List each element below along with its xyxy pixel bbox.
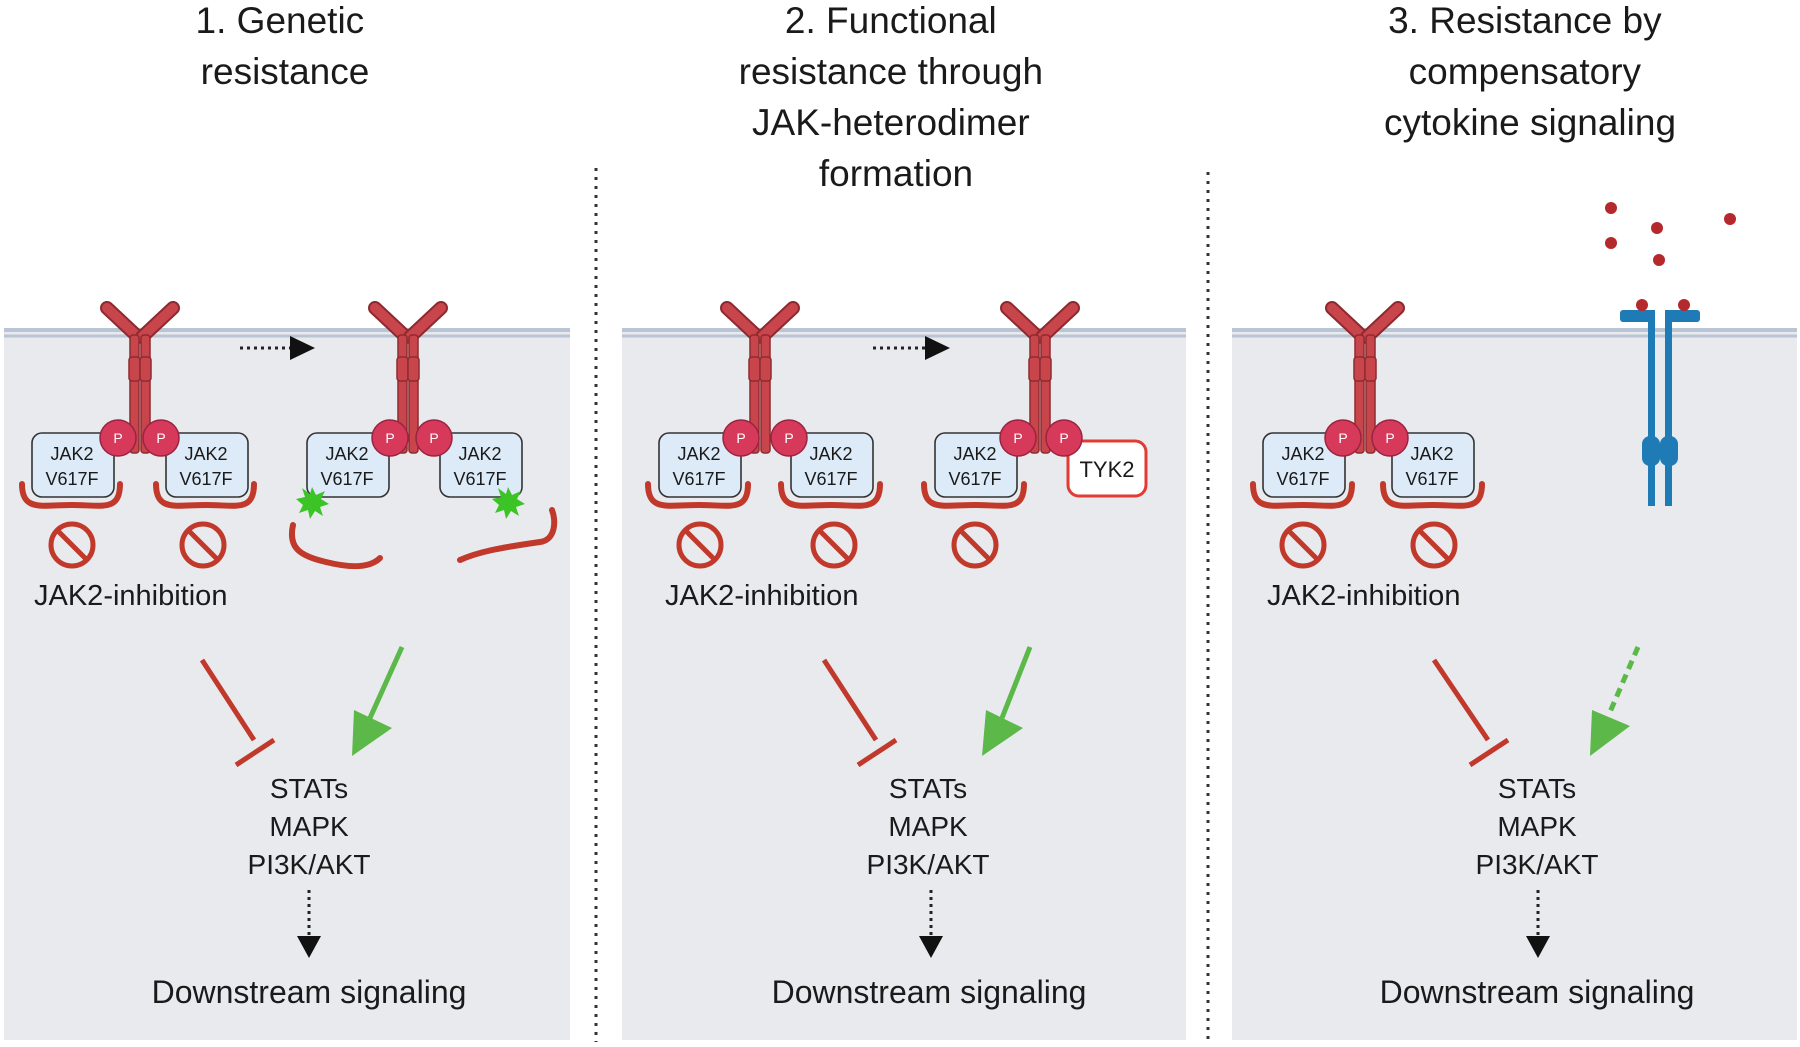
jak2-box: JAK2 V617F [790, 432, 874, 498]
svg-text:TYK2: TYK2 [1079, 457, 1134, 482]
phospho-icon: P [99, 419, 137, 457]
pathway-pi3k-akt: PI3K/AKT [1476, 849, 1599, 880]
svg-text:P: P [1338, 430, 1347, 446]
inhibitor-cup [645, 481, 751, 509]
svg-text:JAK2: JAK2 [677, 444, 720, 464]
jak2-box: JAK2 V617F [439, 432, 523, 498]
panel-3-title: 3. Resistance by compensatory cytokine s… [1384, 0, 1676, 143]
jak2-box: JAK2 V617F [1262, 432, 1346, 498]
svg-text:JAK2: JAK2 [50, 444, 93, 464]
activation-arrow-icon [352, 645, 405, 756]
arrow-icon [873, 336, 950, 360]
pathway-pi3k-akt: PI3K/AKT [867, 849, 990, 880]
inhibition-arrow-icon [1431, 658, 1510, 768]
svg-text:V617F: V617F [453, 469, 506, 489]
svg-text:P: P [113, 430, 122, 446]
phospho-icon: P [1045, 419, 1083, 457]
svg-text:V617F: V617F [179, 469, 232, 489]
inhibitor-cup [778, 481, 883, 509]
pathway-mapk: MAPK [1497, 811, 1577, 842]
phospho-icon: P [770, 419, 808, 457]
svg-text:V617F: V617F [1276, 469, 1329, 489]
inhibition-arrow-icon [821, 658, 898, 768]
phospho-icon: P [142, 419, 180, 457]
downstream-label: Downstream signaling [772, 974, 1087, 1010]
svg-text:JAK2: JAK2 [809, 444, 852, 464]
svg-text:JAK2: JAK2 [953, 444, 996, 464]
panel-2-title: 2. Functional resistance through JAK-het… [739, 0, 1054, 194]
inhibitor-cup [1250, 481, 1355, 509]
svg-text:JAK2: JAK2 [1281, 444, 1324, 464]
jak2-box: JAK2 V617F [658, 432, 742, 498]
phospho-icon: P [1324, 419, 1362, 457]
pathway-stats: STATs [889, 773, 967, 804]
svg-text:P: P [1059, 430, 1068, 446]
cytokine-dot-icon [1605, 237, 1617, 249]
jak2-box: JAK2 V617F [934, 432, 1018, 498]
phospho-icon: P [999, 419, 1037, 457]
svg-text:V617F: V617F [320, 469, 373, 489]
inhibition-label: JAK2-inhibition [665, 580, 858, 612]
cytokine-dot-icon [1651, 222, 1663, 234]
compensatory-arrow-icon [1590, 646, 1641, 756]
jak2-box: JAK2 V617F [306, 432, 390, 498]
pathway-pi3k-akt: PI3K/AKT [248, 849, 371, 880]
svg-text:P: P [1013, 430, 1022, 446]
inhibitor-cup-displaced [457, 507, 558, 563]
down-arrow-icon [919, 890, 943, 958]
cytokine-receptor-icon [1620, 310, 1700, 506]
inhibitor-cup [19, 481, 123, 509]
phospho-icon: P [722, 419, 760, 457]
downstream-label: Downstream signaling [152, 974, 467, 1010]
inhibitor-cup [153, 481, 257, 509]
svg-text:V617F: V617F [672, 469, 725, 489]
cytokine-dot-icon [1605, 202, 1617, 214]
phospho-icon: P [371, 419, 409, 457]
inhibition-label: JAK2-inhibition [1267, 580, 1460, 612]
arrow-icon [240, 336, 315, 360]
svg-text:V617F: V617F [948, 469, 1001, 489]
cytokine-dot-icon [1678, 299, 1690, 311]
svg-text:V617F: V617F [804, 469, 857, 489]
downstream-label: Downstream signaling [1380, 974, 1695, 1010]
svg-text:P: P [429, 430, 438, 446]
svg-text:V617F: V617F [45, 469, 98, 489]
svg-text:JAK2: JAK2 [458, 444, 501, 464]
down-arrow-icon [1526, 890, 1550, 958]
down-arrow-icon [297, 890, 321, 958]
svg-text:JAK2: JAK2 [184, 444, 227, 464]
svg-text:JAK2: JAK2 [1410, 444, 1453, 464]
inhibition-arrow-icon [199, 658, 276, 768]
jak2-box: JAK2 V617F [31, 432, 115, 498]
svg-text:V617F: V617F [1405, 469, 1458, 489]
cytokine-dot-icon [1724, 213, 1736, 225]
phospho-icon: P [415, 419, 453, 457]
inhibitor-cup [1380, 481, 1485, 509]
inhibitor-cup-displaced [288, 522, 383, 570]
panel-1-title: 1. Genetic resistance [196, 0, 375, 92]
activation-arrow-icon [982, 646, 1033, 756]
pathway-stats: STATs [1498, 773, 1576, 804]
cytokine-dot-icon [1653, 254, 1665, 266]
svg-text:P: P [385, 430, 394, 446]
phospho-icon: P [1371, 419, 1409, 457]
svg-text:P: P [156, 430, 165, 446]
jak2-box: JAK2 V617F [1391, 432, 1475, 498]
jak2-box: JAK2 V617F [165, 432, 249, 498]
cytokine-dot-icon [1636, 299, 1648, 311]
pathway-stats: STATs [270, 773, 348, 804]
inhibition-label: JAK2-inhibition [34, 580, 227, 612]
svg-text:P: P [1385, 430, 1394, 446]
svg-text:P: P [784, 430, 793, 446]
inhibitor-cup [921, 481, 1027, 509]
pathway-mapk: MAPK [888, 811, 968, 842]
svg-text:P: P [736, 430, 745, 446]
pathway-mapk: MAPK [269, 811, 349, 842]
tyk2-box: TYK2 [1066, 439, 1148, 498]
svg-text:JAK2: JAK2 [325, 444, 368, 464]
